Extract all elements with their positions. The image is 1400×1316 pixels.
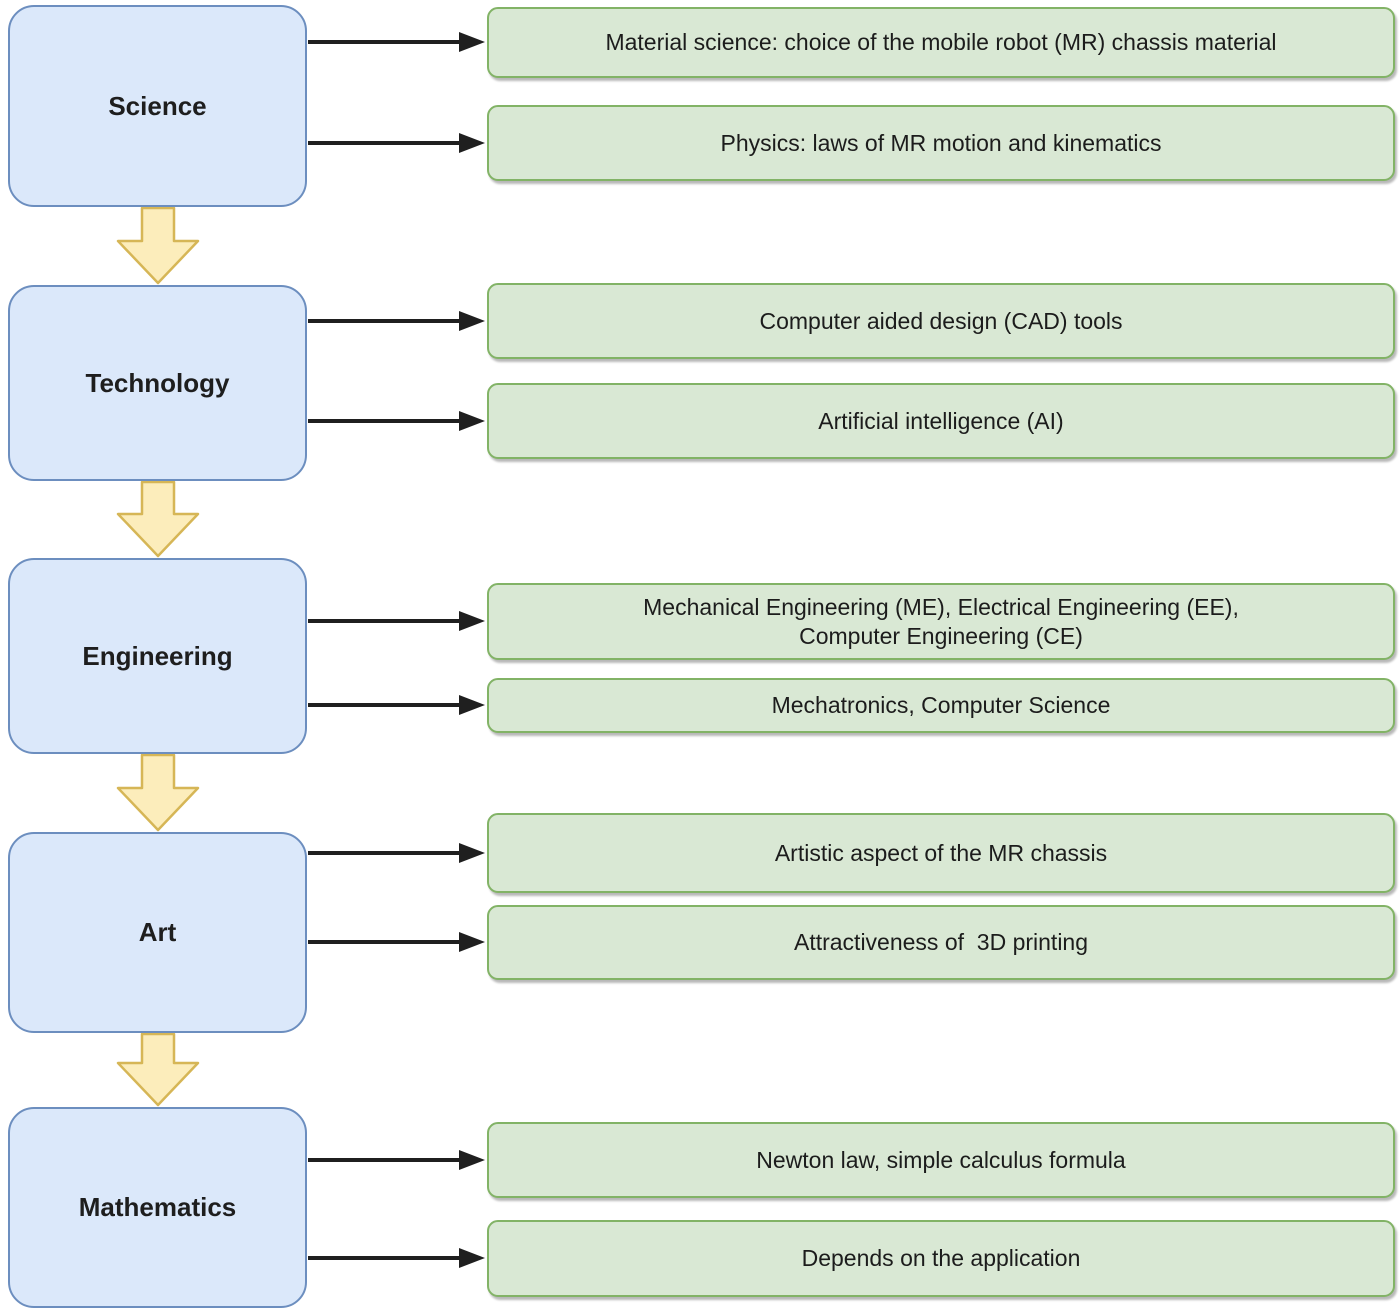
item-technology-cad: Computer aided design (CAD) tools <box>487 283 1395 359</box>
item-engineering-disciplines: Mechanical Engineering (ME), Electrical … <box>487 583 1395 660</box>
stage-science: Science <box>8 5 307 207</box>
stage-art-label: Art <box>138 917 177 947</box>
item-science-material-label: Material science: choice of the mobile r… <box>605 29 1277 56</box>
stage-art: Art <box>8 832 307 1033</box>
item-art-chassis-label: Artistic aspect of the MR chassis <box>774 839 1108 866</box>
item-technology-ai-label: Artificial intelligence (AI) <box>818 407 1064 434</box>
flow-arrow-technology-engineering <box>116 480 200 558</box>
item-mathematics-application-label: Depends on the application <box>801 1245 1081 1272</box>
flow-arrow-science-technology <box>116 206 200 285</box>
item-science-physics: Physics: laws of MR motion and kinematic… <box>487 105 1395 181</box>
item-art-chassis: Artistic aspect of the MR chassis <box>487 813 1395 893</box>
stage-mathematics-label: Mathematics <box>78 1192 237 1222</box>
stage-mathematics: Mathematics <box>8 1107 307 1308</box>
stage-engineering: Engineering <box>8 558 307 754</box>
stage-engineering-label: Engineering <box>82 640 233 671</box>
item-technology-ai: Artificial intelligence (AI) <box>487 383 1395 459</box>
stage-technology: Technology <box>8 285 307 481</box>
item-mathematics-application: Depends on the application <box>487 1220 1395 1297</box>
stage-technology-label: Technology <box>85 367 230 398</box>
item-art-3dprinting-label: Attractiveness of 3D printing <box>793 929 1089 956</box>
item-science-material: Material science: choice of the mobile r… <box>487 7 1395 78</box>
item-art-3dprinting: Attractiveness of 3D printing <box>487 905 1395 980</box>
item-mathematics-newton-label: Newton law, simple calculus formula <box>756 1146 1126 1173</box>
stage-science-label: Science <box>108 90 207 121</box>
flow-arrow-engineering-art <box>116 753 200 832</box>
item-mathematics-newton: Newton law, simple calculus formula <box>487 1122 1395 1198</box>
item-science-physics-label: Physics: laws of MR motion and kinematic… <box>720 129 1162 156</box>
flow-arrow-art-mathematics <box>116 1032 200 1107</box>
item-engineering-disciplines-label: Mechanical Engineering (ME), Electrical … <box>643 594 1239 649</box>
item-technology-cad-label: Computer aided design (CAD) tools <box>759 307 1123 334</box>
item-engineering-mechatronics-label: Mechatronics, Computer Science <box>771 692 1111 719</box>
item-engineering-mechatronics: Mechatronics, Computer Science <box>487 678 1395 733</box>
